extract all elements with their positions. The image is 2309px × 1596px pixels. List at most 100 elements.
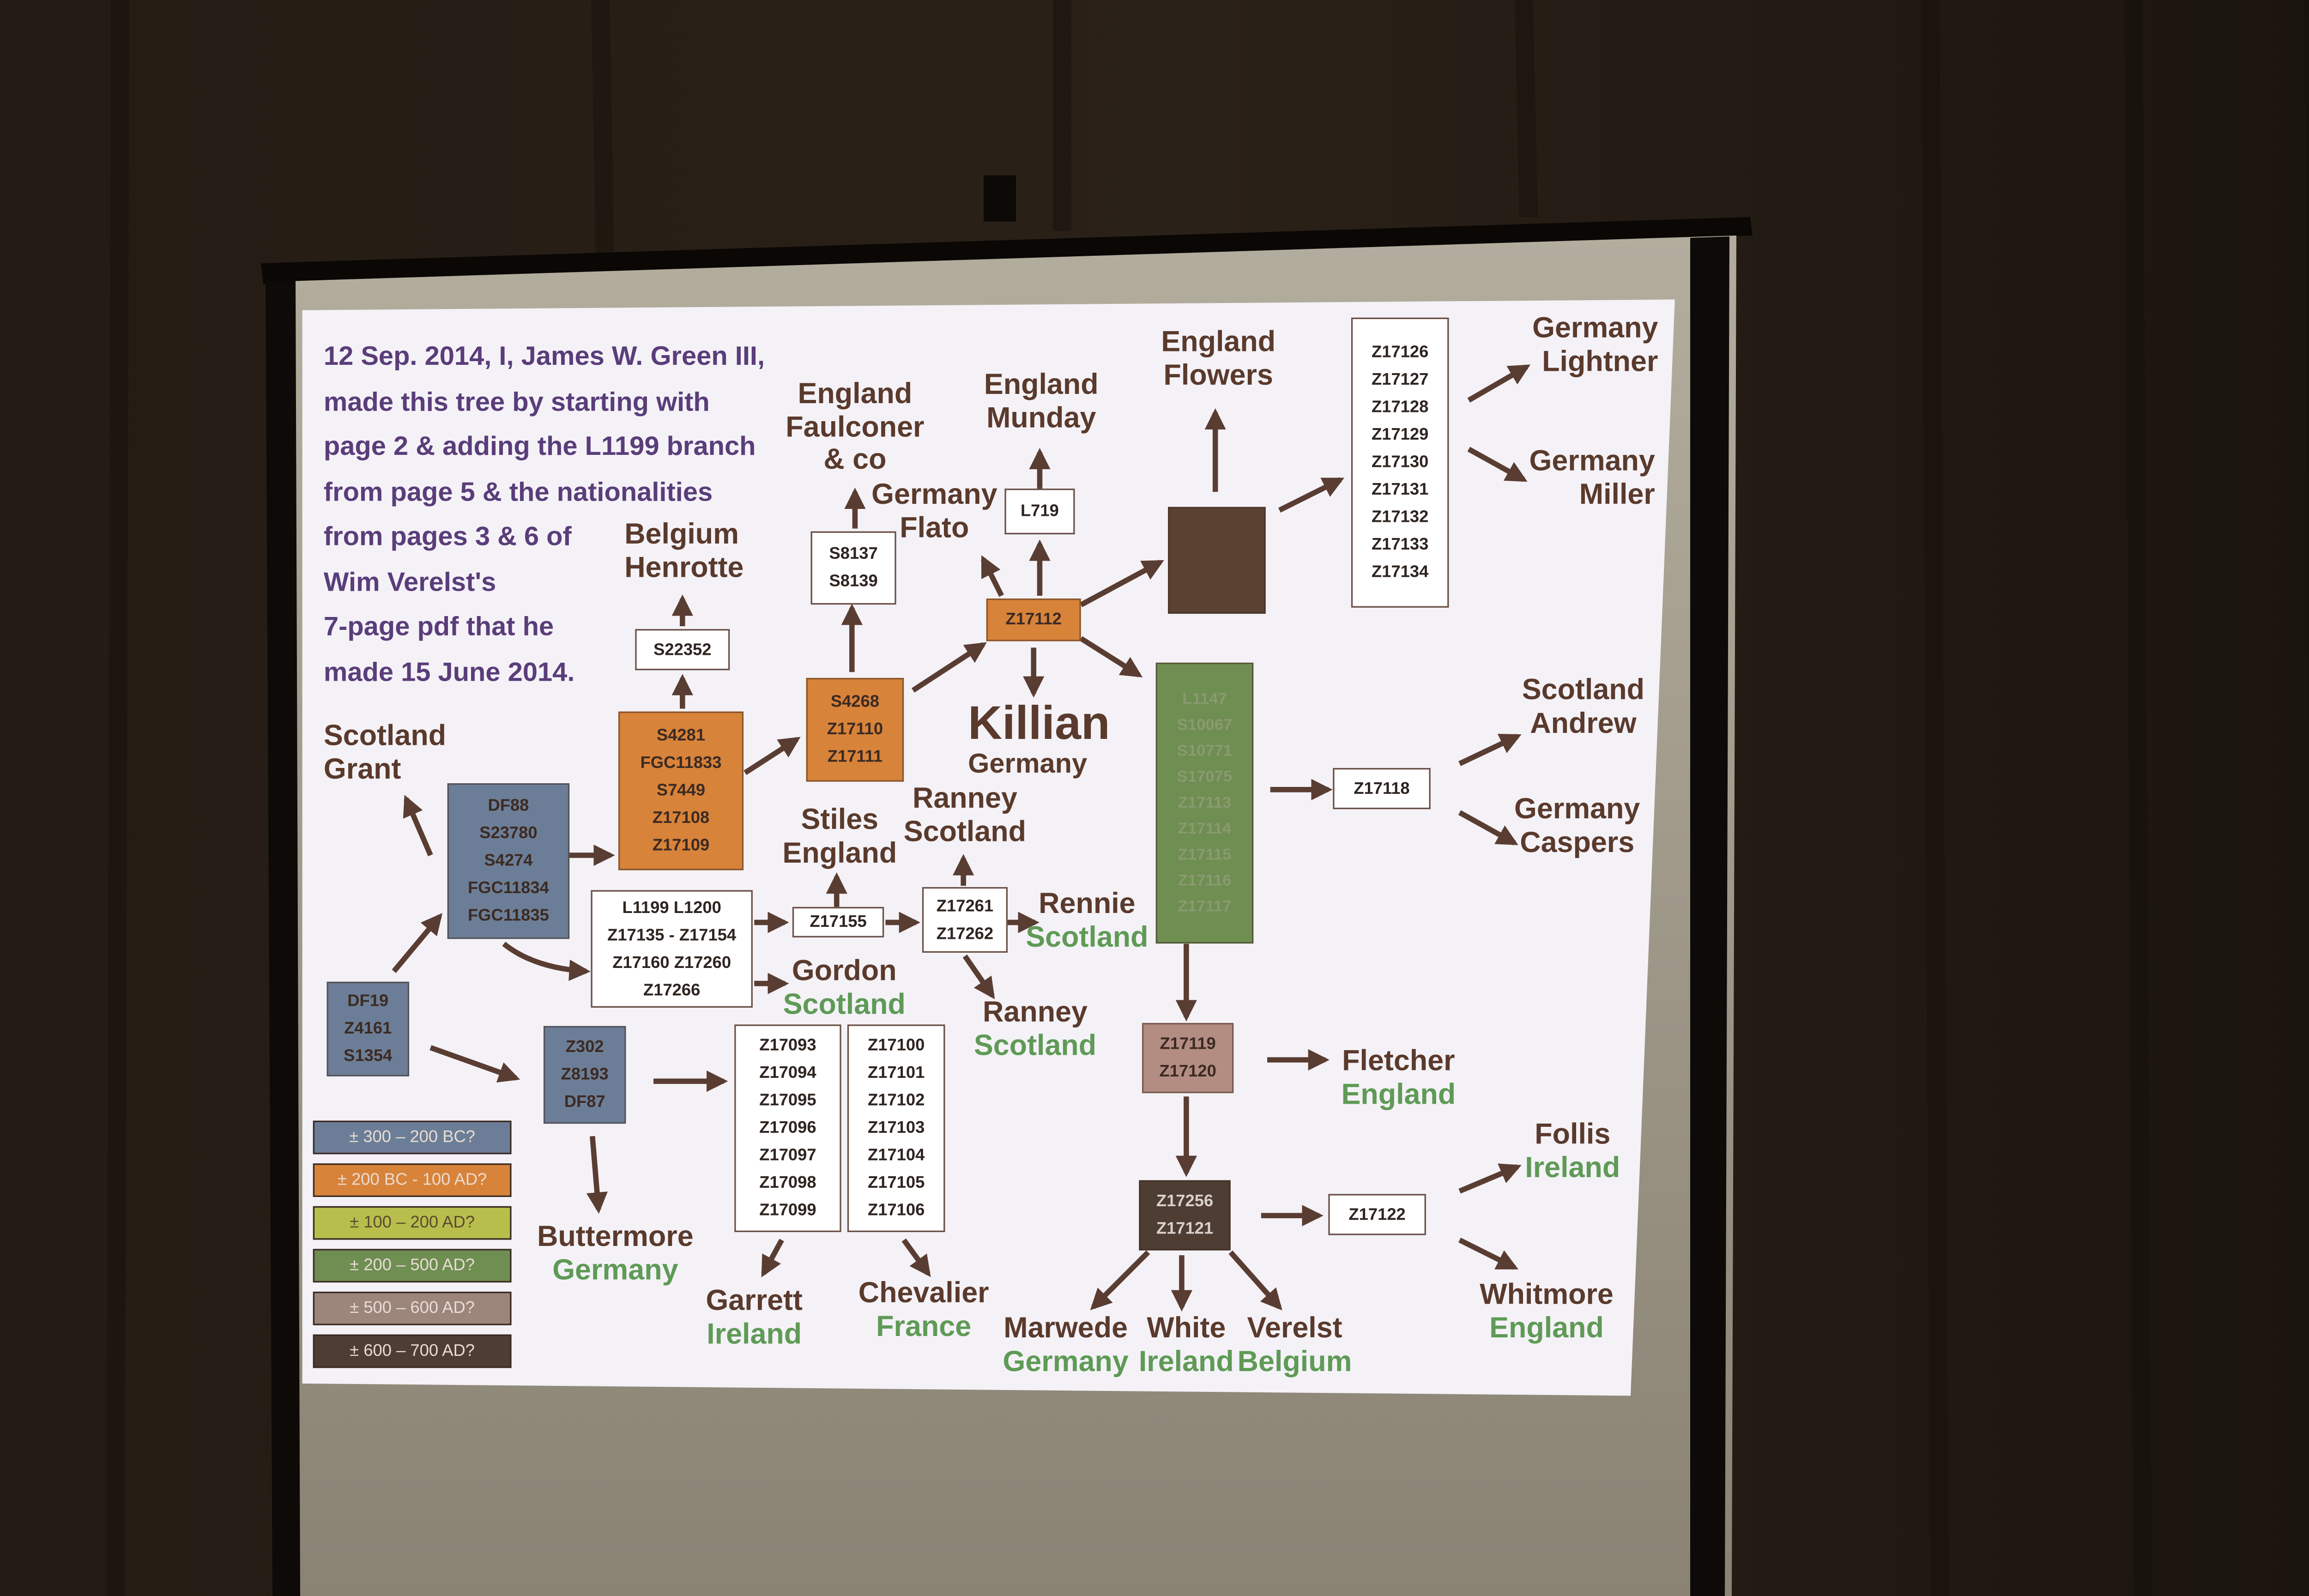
arrow — [962, 954, 995, 999]
legend-label: ± 200 BC - 100 AD? — [338, 1171, 487, 1190]
legend-label: ± 200 – 500 AD? — [350, 1256, 475, 1275]
box-line: S10771 — [1177, 741, 1233, 760]
label-top: Scotland — [323, 720, 447, 753]
box-line: Z17112 — [1005, 611, 1062, 629]
box-line: DF87 — [564, 1093, 605, 1112]
label-bottom: Grant — [323, 754, 401, 786]
box-line: Z17109 — [652, 836, 710, 855]
box-line: S8139 — [829, 572, 878, 591]
projector-mount — [984, 175, 1016, 222]
intro-line: 7-page pdf that he — [323, 611, 554, 641]
box-z17155: Z17155 — [792, 907, 884, 937]
arrow — [429, 1045, 520, 1083]
label-top: Belgium — [624, 519, 739, 551]
box-line: Z17129 — [1372, 426, 1429, 445]
slide-background — [302, 299, 1675, 1396]
box-line: Z17102 — [868, 1091, 925, 1110]
box-line: Z17113 — [1178, 793, 1232, 812]
box-line: L719 — [1020, 502, 1059, 521]
box-line: FGC11833 — [640, 754, 722, 773]
box-line: Z17116 — [1178, 871, 1232, 889]
label-bottom: Scotland — [1026, 922, 1148, 955]
label-top: White — [1147, 1313, 1226, 1345]
intro-line: made 15 June 2014. — [323, 655, 575, 687]
box-line: Z17160 Z17260 — [612, 953, 731, 972]
intro-line: from pages 3 & 6 of — [323, 520, 572, 551]
box-line: S8137 — [829, 545, 878, 563]
arrow — [761, 1239, 784, 1277]
box-line: Z17094 — [759, 1064, 816, 1083]
box-line: Z8193 — [561, 1065, 609, 1084]
box-dark-square — [1168, 507, 1266, 614]
label-bottom: England — [1341, 1079, 1456, 1112]
box-line: Z17118 — [1354, 779, 1410, 798]
legend-label: ± 300 – 200 BC? — [349, 1128, 475, 1147]
label-top: Gordon — [792, 955, 897, 988]
box-line: Z17101 — [868, 1064, 925, 1083]
killian-country: Germany — [968, 748, 1088, 779]
box-line: Z17135 - Z17154 — [607, 926, 737, 944]
label-bottom: Germany — [552, 1255, 678, 1288]
box-line: Z17134 — [1372, 563, 1429, 582]
arrow — [1458, 1237, 1518, 1270]
box-line: Z17104 — [868, 1146, 925, 1165]
box-line: S4281 — [656, 726, 706, 745]
label-bottom: Flato — [900, 513, 969, 545]
box-line: Z17130 — [1372, 453, 1429, 472]
label-top: Ranney — [912, 783, 1017, 816]
label-top: Stiles — [801, 804, 879, 837]
label-bottom: Ireland — [707, 1319, 802, 1351]
box-line: Z17266 — [643, 981, 701, 999]
arrow — [502, 942, 591, 981]
label-bottom: Ireland — [1138, 1346, 1234, 1379]
arrow — [1467, 447, 1528, 482]
label-bottom: Caspers — [1520, 827, 1635, 860]
box-line: S4274 — [484, 852, 533, 871]
box-line: S22352 — [653, 640, 712, 659]
label-top: Whitmore — [1480, 1279, 1614, 1312]
arrow — [1079, 636, 1143, 677]
label-top: Garrett — [706, 1285, 803, 1318]
label-bottom: Ireland — [1525, 1153, 1620, 1185]
box-line: Z4161 — [344, 1020, 392, 1039]
box-line: S10067 — [1177, 715, 1233, 734]
box-line: L1199 L1200 — [622, 898, 721, 917]
box-line: S4268 — [830, 693, 880, 712]
label-top: Buttermore — [537, 1221, 694, 1254]
legend-label: ± 500 – 600 AD? — [350, 1299, 475, 1318]
box-line: Z17093 — [759, 1036, 816, 1055]
label-bottom: Scotland — [783, 989, 906, 1022]
arrow — [1079, 560, 1164, 607]
box-line: Z17155 — [810, 913, 867, 931]
label-top: England — [984, 369, 1099, 402]
box-line: DF88 — [488, 797, 529, 816]
arrow — [403, 795, 433, 857]
label-top: Germany — [871, 479, 997, 512]
label-top: Germany — [1532, 313, 1658, 345]
screen-frame-left — [266, 281, 300, 1596]
box-line: Z17261 — [936, 897, 994, 916]
label-top: Follis — [1535, 1119, 1611, 1151]
arrow — [980, 555, 1004, 597]
arrows — [392, 364, 1531, 1312]
arrow — [1458, 1163, 1522, 1194]
box-line: Z17131 — [1372, 481, 1429, 500]
box-line: Z17111 — [827, 748, 883, 767]
